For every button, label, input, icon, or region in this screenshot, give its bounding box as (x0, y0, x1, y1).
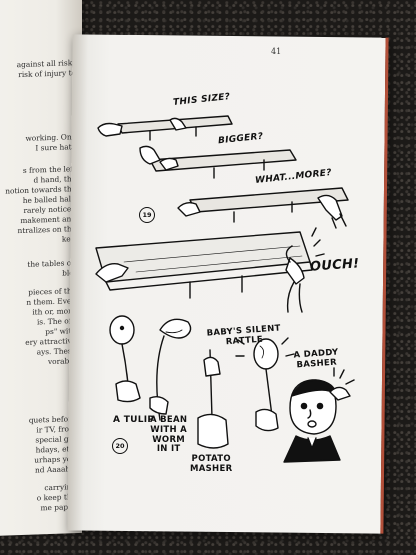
caption-line: WITH A (150, 424, 188, 435)
daddy-head-drawing (283, 367, 355, 463)
tulip-drawing (109, 315, 141, 403)
bean-drawing (149, 318, 192, 421)
figure-number-b: 20 (112, 438, 128, 454)
caption-line: MASHER (190, 463, 233, 474)
caption-line: A BEAN (150, 415, 188, 425)
potato-masher-drawing (197, 349, 229, 449)
medium-board-drawing (139, 145, 297, 179)
caption-line: POTATO (191, 454, 231, 464)
caption-line: WORM (152, 434, 186, 445)
rattle-drawing (235, 337, 295, 432)
large-board-drawing (177, 187, 349, 229)
caption-tulip: A TULIP (113, 415, 155, 425)
huge-board-drawing (95, 227, 325, 313)
page-number: 41 (271, 47, 282, 56)
figure-number-a: 19 (139, 207, 155, 223)
caption-bean-with-worm: A BEAN WITH A WORM IN IT (150, 415, 188, 455)
caption-potato-masher: POTATO MASHER (190, 454, 233, 475)
caption-line: IN IT (156, 444, 181, 455)
caption-daddy-basher: A DADDY BASHER (293, 347, 339, 371)
small-board-drawing (97, 115, 233, 141)
